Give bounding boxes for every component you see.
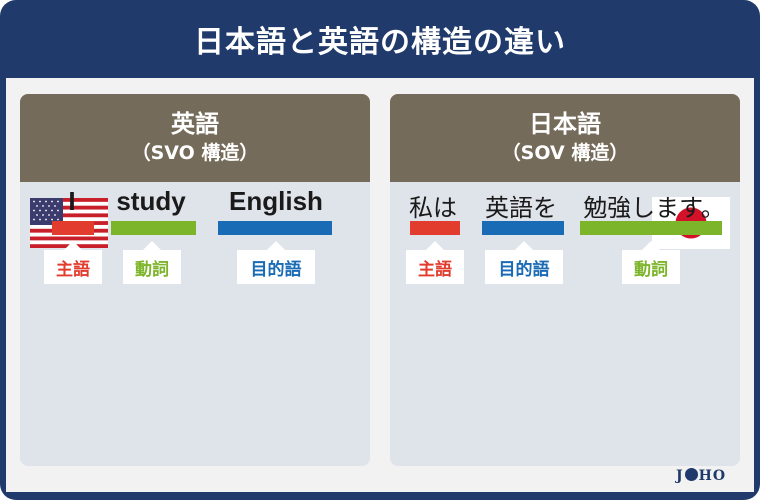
english-word-verb: study bbox=[116, 186, 186, 216]
japanese-word-object: 英語を bbox=[485, 194, 557, 222]
english-panel: 英語 （SVO 構造） I study English 主語 動詞 目的語 bbox=[20, 94, 370, 466]
english-panel-subheading: （SVO 構造） bbox=[131, 142, 259, 164]
english-panel-heading: 英語 bbox=[171, 110, 219, 138]
japanese-word-subject: 私は bbox=[409, 194, 457, 222]
logo-text-right: HO bbox=[698, 468, 727, 484]
object-bar bbox=[482, 221, 564, 235]
object-label: 目的語 bbox=[237, 241, 315, 284]
japanese-panel-header: 日本語 （SOV 構造） bbox=[390, 94, 740, 182]
logo-text-left: J bbox=[676, 468, 684, 484]
verb-label: 動詞 bbox=[622, 241, 680, 284]
english-word-subject: I bbox=[68, 186, 76, 216]
english-word-object: English bbox=[229, 186, 323, 216]
subject-bar bbox=[52, 221, 94, 235]
japanese-panel-subheading: （SOV 構造） bbox=[501, 142, 629, 164]
subject-bar bbox=[410, 221, 460, 235]
verb-label: 動詞 bbox=[123, 241, 181, 284]
english-panel-header: 英語 （SVO 構造） bbox=[20, 94, 370, 182]
subject-label: 主語 bbox=[406, 241, 464, 284]
subject-label: 主語 bbox=[44, 241, 102, 284]
object-bar bbox=[218, 221, 332, 235]
object-label: 目的語 bbox=[485, 241, 563, 284]
verb-bar bbox=[111, 221, 196, 235]
japanese-panel-heading: 日本語 bbox=[529, 110, 601, 138]
joho-logo: J HO bbox=[676, 468, 726, 484]
japanese-word-verb: 勉強します。 bbox=[583, 194, 725, 222]
japanese-panel: 日本語 （SOV 構造） 私は 英語を 勉強します。 主語 目的語 動詞 bbox=[390, 94, 740, 466]
page-title: 日本語と英語の構造の違い bbox=[194, 25, 566, 60]
verb-bar bbox=[580, 221, 722, 235]
globe-icon bbox=[684, 468, 698, 481]
